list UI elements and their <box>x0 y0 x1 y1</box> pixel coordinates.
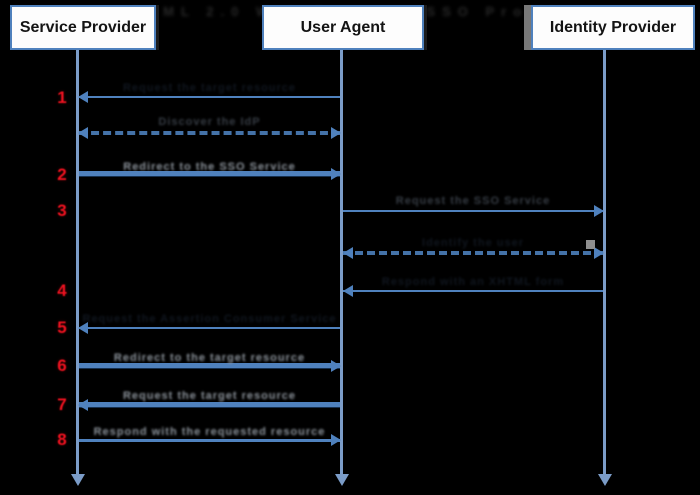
step-number-3: 3 <box>57 201 67 220</box>
step-number-2: 2 <box>57 165 67 184</box>
step-number-4: 4 <box>57 281 67 300</box>
actor-label: Service Provider <box>19 18 147 36</box>
arrowhead-right-icon <box>594 247 604 259</box>
message-label-step-5: Request the Assertion Consumer Service <box>82 313 337 325</box>
message-line-step-2 <box>79 171 340 176</box>
actor-label: User Agent <box>300 18 386 36</box>
arrowhead-left-icon <box>78 91 88 103</box>
dashed-interaction-discover-idp <box>79 131 340 135</box>
step-number-8: 8 <box>57 430 67 449</box>
message-label-step-7: Request the target resource <box>122 390 297 402</box>
message-line-step-7 <box>79 402 340 407</box>
step-number-6: 6 <box>57 356 67 375</box>
message-label-step-6: Redirect to the target resource <box>113 352 306 364</box>
arrowhead-left-icon <box>78 127 88 139</box>
step-number-5: 5 <box>57 318 67 337</box>
step-number-7: 7 <box>57 395 67 414</box>
actor-box-user-agent: User Agent <box>262 5 424 50</box>
actor-label: Identity Provider <box>549 18 677 36</box>
arrowhead-left-icon <box>343 247 353 259</box>
lifeline-user-agent <box>340 50 343 476</box>
message-line-step-6 <box>79 363 340 368</box>
lifeline-arrow-down-icon <box>335 474 349 486</box>
message-label-step-2: Redirect to the SSO Service <box>123 161 296 173</box>
arrowhead-right-icon <box>331 127 341 139</box>
arrowhead-right-icon <box>331 434 341 446</box>
message-line-step-1 <box>79 96 340 98</box>
message-line-step-8 <box>79 439 340 442</box>
message-label-discover-idp: Discover the IdP <box>158 116 261 128</box>
arrowhead-left-icon <box>78 322 88 334</box>
message-line-step-3 <box>343 210 603 212</box>
message-line-step-5 <box>79 327 340 329</box>
message-label-identify-user: Identify the user <box>422 237 524 249</box>
message-label-step-3: Request the SSO Service <box>395 195 551 207</box>
note-marker <box>586 240 595 249</box>
message-line-step-4 <box>343 290 603 292</box>
arrowhead-right-icon <box>594 205 604 217</box>
actor-box-identity-provider: Identity Provider <box>531 5 695 50</box>
lifeline-arrow-down-icon <box>598 474 612 486</box>
arrowhead-right-icon <box>331 168 341 180</box>
lifeline-service-provider <box>76 50 79 476</box>
lifeline-identity-provider <box>603 50 606 476</box>
message-label-step-1: Request the target resource <box>122 82 297 94</box>
message-label-step-4: Respond with an XHTML form <box>381 276 565 288</box>
arrowhead-right-icon <box>331 360 341 372</box>
arrowhead-left-icon <box>78 399 88 411</box>
actor-box-service-provider: Service Provider <box>10 5 156 50</box>
lifeline-arrow-down-icon <box>71 474 85 486</box>
message-label-step-8: Respond with the requested resource <box>93 426 326 438</box>
step-number-1: 1 <box>57 88 67 107</box>
dashed-interaction-identify-user <box>343 251 603 255</box>
arrowhead-left-icon <box>343 285 353 297</box>
